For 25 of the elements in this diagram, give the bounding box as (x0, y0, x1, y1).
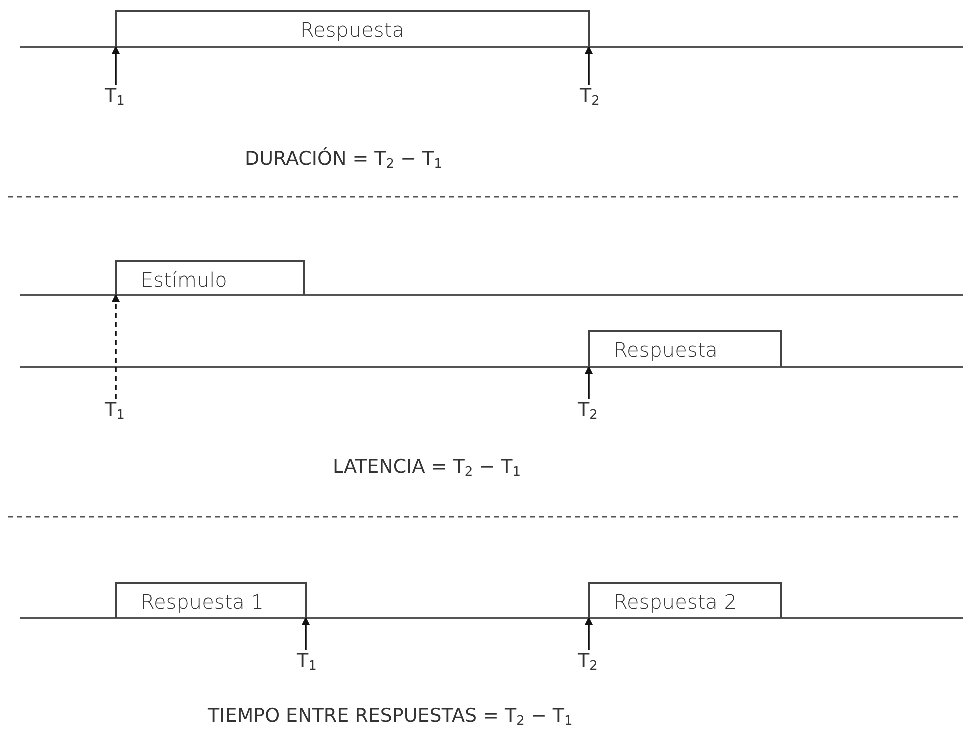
arrow (585, 617, 593, 650)
formula-text: DURACIÓN = T$_{2}$ − T$_{1}$ (245, 148, 442, 170)
time-label: T$_{2}$ (580, 85, 600, 107)
pulse-label: Respuesta 2 (614, 590, 737, 614)
pulse-label: Respuesta 1 (141, 590, 264, 614)
arrow (112, 46, 120, 85)
arrow (585, 46, 593, 85)
time-label: T$_{1}$ (105, 85, 125, 107)
time-label: T$_{1}$ (297, 650, 317, 672)
pulse-signal (115, 10, 590, 47)
pulse-signal (588, 582, 782, 618)
pulse-label: Respuesta (300, 18, 404, 42)
time-label: T$_{1}$ (105, 399, 125, 421)
pulse-signal (588, 330, 782, 367)
formula-text: LATENCIA = T$_{2}$ − T$_{1}$ (333, 456, 522, 478)
pulse-signal (115, 582, 307, 618)
formula-text: TIEMPO ENTRE RESPUESTAS = T$_{2}$ − T$_{1}$ (208, 705, 573, 727)
arrow (585, 366, 593, 399)
arrow (302, 617, 310, 650)
time-label: T$_{2}$ (578, 399, 598, 421)
pulse-label: Respuesta (614, 338, 718, 362)
arrow (112, 294, 120, 399)
pulse-signal (115, 260, 305, 295)
time-label: T$_{2}$ (578, 650, 598, 672)
pulse-label: Estímulo (141, 268, 228, 292)
